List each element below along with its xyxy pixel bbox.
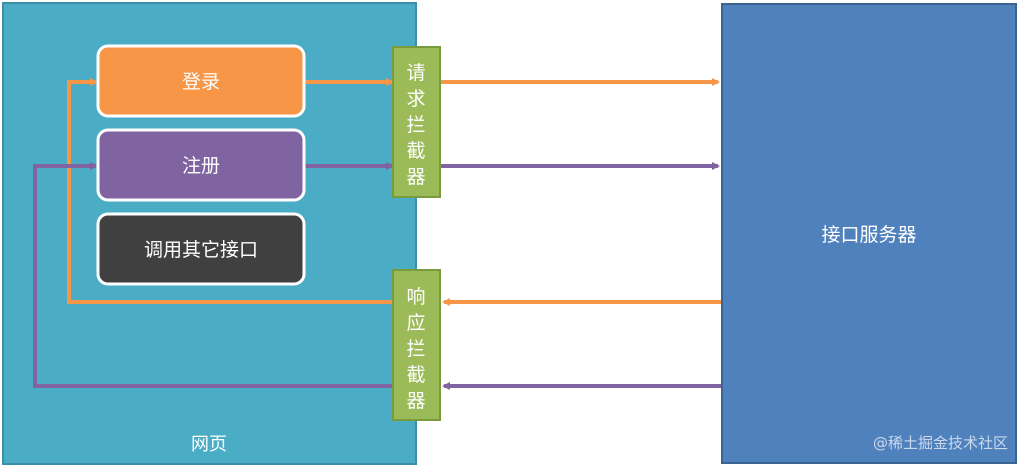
other-api-button[interactable]: 调用其它接口 — [96, 212, 306, 286]
request-interceptor-char: 拦 — [406, 114, 425, 136]
register-button-label: 注册 — [182, 155, 220, 177]
server-panel: 接口服务器 — [721, 3, 1017, 464]
request-interceptor-char: 器 — [406, 166, 425, 188]
login-button-label: 登录 — [182, 71, 220, 93]
connectors — [33, 78, 721, 390]
server-box — [721, 3, 1017, 464]
response-interceptor-char: 器 — [406, 390, 425, 412]
watermark: @稀土掘金技术社区 — [873, 434, 1008, 452]
other-api-button-label: 调用其它接口 — [144, 239, 258, 261]
response-interceptor: 响 应 拦 截 器 — [392, 269, 441, 421]
request-interceptor-char: 求 — [406, 88, 425, 110]
request-interceptor: 请 求 拦 截 器 — [392, 46, 441, 198]
response-interceptor-box — [392, 269, 441, 421]
request-interceptor-box — [392, 46, 441, 198]
register-return-path — [33, 162, 392, 388]
webpage-label: 网页 — [191, 434, 227, 455]
request-interceptor-char: 截 — [406, 140, 425, 162]
register-button[interactable]: 注册 — [96, 128, 306, 202]
response-interceptor-char: 响 — [406, 286, 425, 308]
response-interceptor-char: 应 — [406, 312, 425, 334]
response-interceptor-char: 截 — [406, 364, 425, 386]
response-interceptor-char: 拦 — [406, 338, 425, 360]
server-label: 接口服务器 — [821, 224, 916, 246]
request-interceptor-char: 请 — [406, 62, 425, 84]
login-button[interactable]: 登录 — [96, 44, 306, 118]
login-return-path — [67, 78, 392, 304]
